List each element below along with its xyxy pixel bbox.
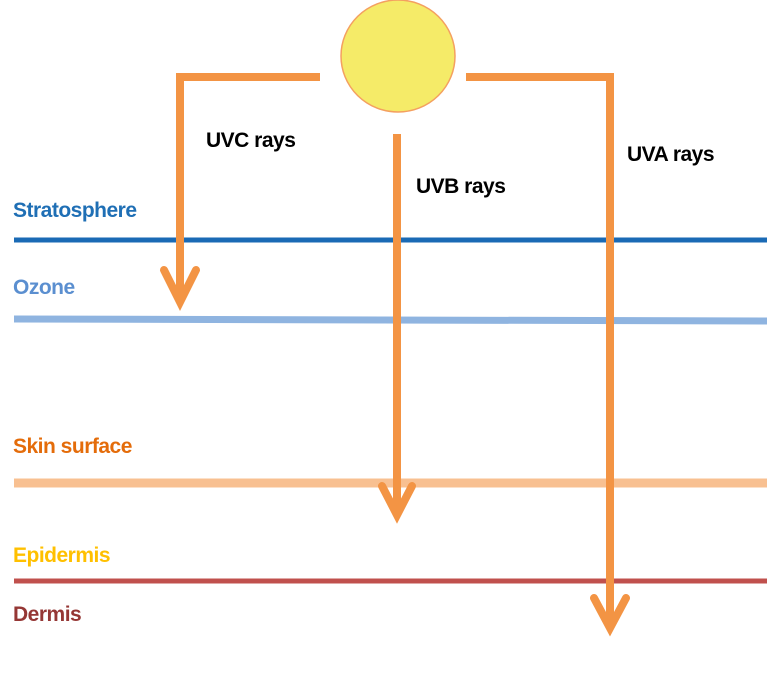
dermis-label: Dermis <box>13 603 82 626</box>
uva-rays-label: UVA rays <box>627 143 715 166</box>
uva-ray-arrow <box>466 73 630 637</box>
ozone-label: Ozone <box>13 276 75 299</box>
uvb-ray-arrow <box>378 134 416 524</box>
skin-surface-label: Skin surface <box>13 435 132 458</box>
sun-icon <box>340 0 456 113</box>
uvb-rays-label: UVB rays <box>416 175 506 198</box>
uvc-ray-arrow <box>160 73 320 311</box>
epidermis-label: Epidermis <box>13 544 111 567</box>
uvc-rays-label: UVC rays <box>206 129 296 152</box>
ozone-line <box>13 315 768 325</box>
stratosphere-label: Stratosphere <box>13 199 137 222</box>
